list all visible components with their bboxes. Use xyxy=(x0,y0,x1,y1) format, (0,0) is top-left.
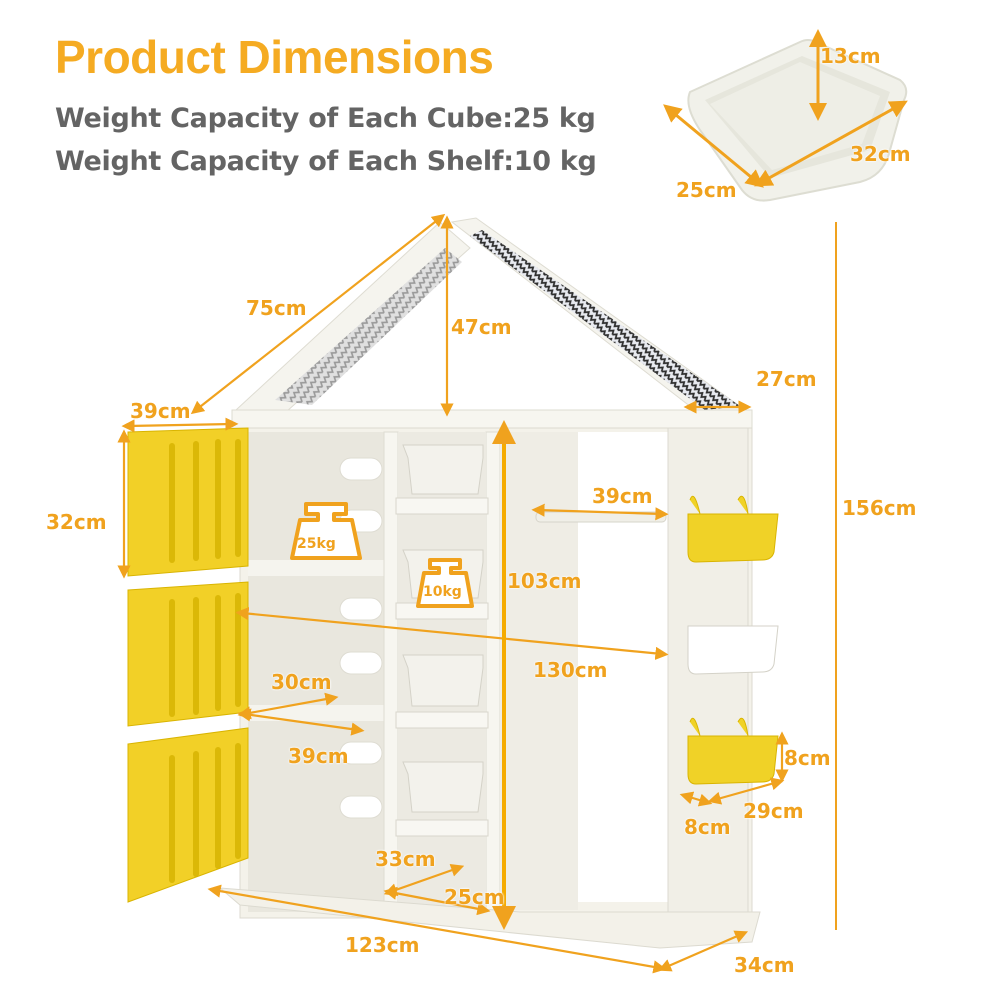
shelf-width-label: 39cm xyxy=(288,744,349,768)
roof-slope-label: 75cm xyxy=(246,296,307,320)
shelf-weight-spec: Weight Capacity of Each Shelf:10 kg xyxy=(55,146,597,177)
yellow-doors xyxy=(127,427,249,903)
weight-icon-10kg xyxy=(416,558,474,608)
shelf-depth-label: 30cm xyxy=(271,670,332,694)
inner-height-label: 103cm xyxy=(507,569,582,593)
shelf-weight-badge: 10kg xyxy=(423,584,462,600)
bin-length-label: 32cm xyxy=(850,142,911,166)
weight-icon-25kg xyxy=(290,502,362,560)
door-width-label: 39cm xyxy=(130,399,191,423)
cube-weight-badge: 25kg xyxy=(297,536,336,552)
door-height-label: 32cm xyxy=(46,510,107,534)
basket-height-label: 8cm xyxy=(784,746,831,770)
total-width-label: 123cm xyxy=(345,933,420,957)
bin-slot-width-label: 25cm xyxy=(444,885,505,909)
total-height-label: 156cm xyxy=(842,496,917,520)
bin-slot-depth-label: 33cm xyxy=(375,847,436,871)
basket-depth-label: 8cm xyxy=(684,815,731,839)
basket-length-label: 29cm xyxy=(743,799,804,823)
bin-height-label: 13cm xyxy=(820,44,881,68)
total-depth-label: 34cm xyxy=(734,953,795,977)
bin-width-label: 25cm xyxy=(676,178,737,202)
rail-width-label: 39cm xyxy=(592,484,653,508)
cube-weight-spec: Weight Capacity of Each Cube:25 kg xyxy=(55,103,596,134)
side-baskets xyxy=(687,495,779,785)
roof-height-label: 47cm xyxy=(451,315,512,339)
roof-depth-label: 27cm xyxy=(756,367,817,391)
diagonal-width-label: 130cm xyxy=(533,658,608,682)
page-title: Product Dimensions xyxy=(55,31,494,83)
